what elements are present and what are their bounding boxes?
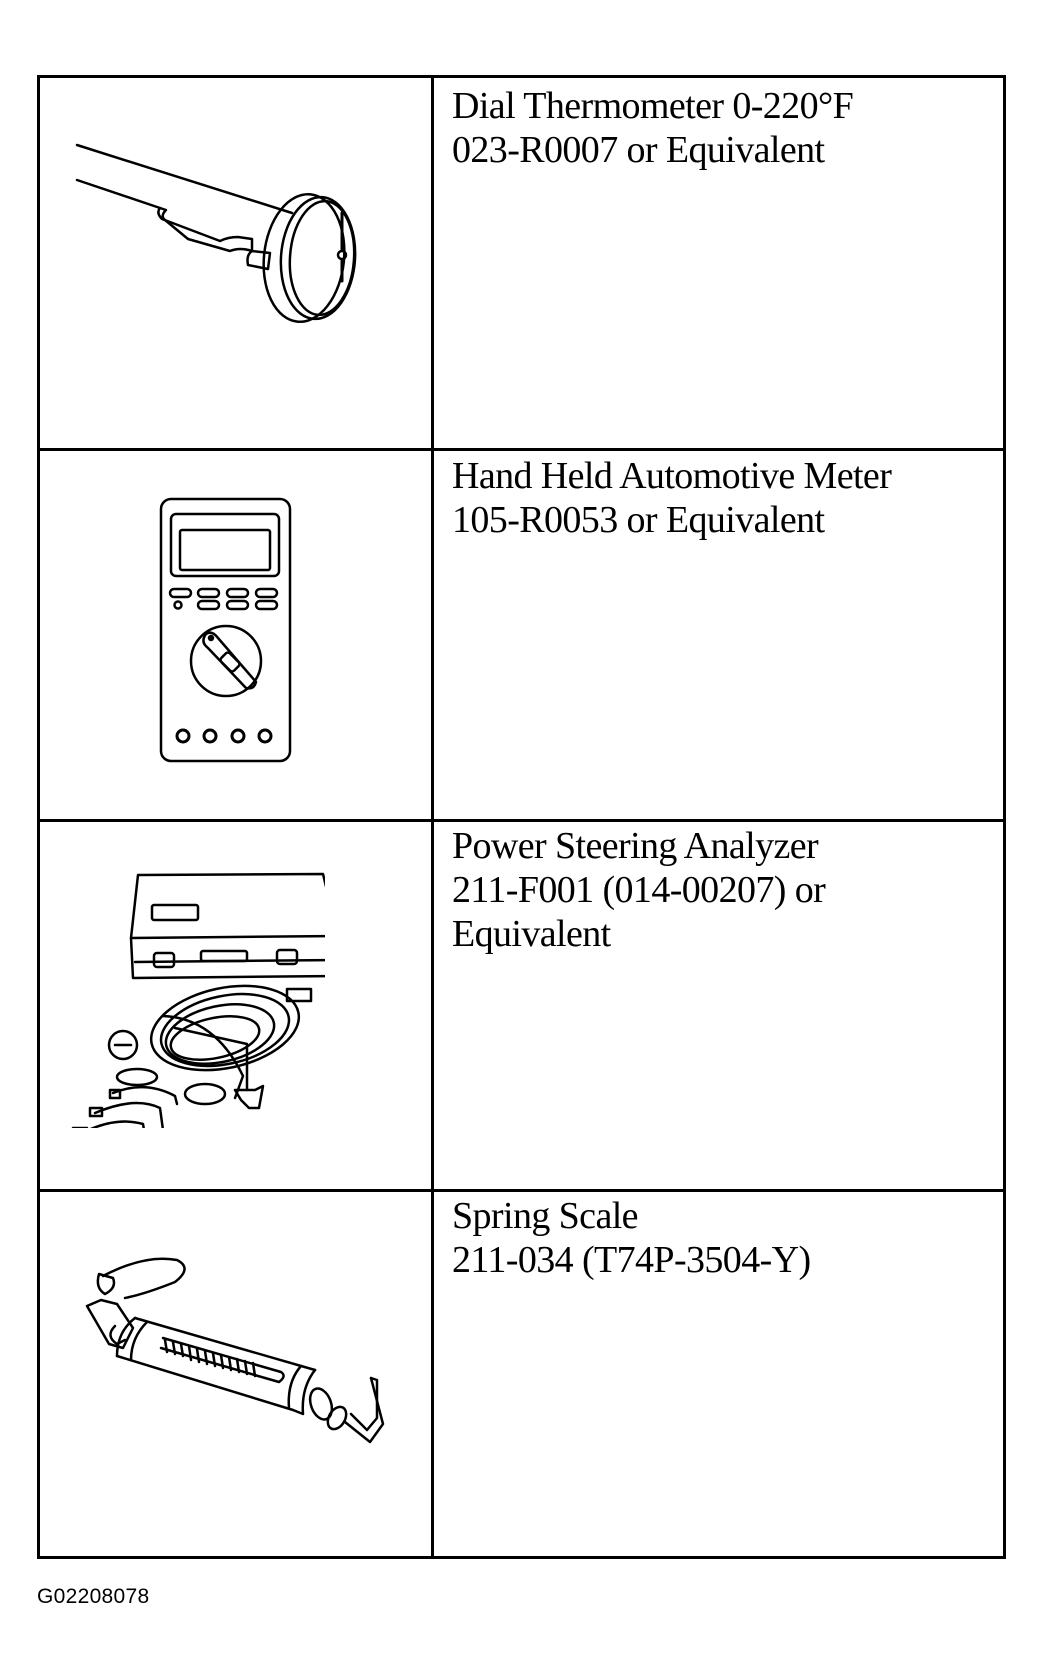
- tool-row-1-text: Dial Thermometer 0-220°F 023-R0007 or Eq…: [452, 84, 992, 172]
- multimeter-icon: [158, 496, 293, 764]
- tool-part-number-cont: Equivalent: [452, 913, 611, 955]
- row-divider: [40, 819, 1003, 822]
- dial-thermometer-icon: [70, 133, 390, 333]
- tool-name: Power Steering Analyzer: [452, 825, 819, 867]
- tool-row-4-text: Spring Scale 211-034 (T74P-3504-Y): [452, 1194, 992, 1282]
- power-steering-analyzer-icon: [65, 868, 325, 1128]
- tool-part-number: 211-F001 (014-00207) or: [452, 869, 826, 911]
- tool-row-3-text: Power Steering Analyzer 211-F001 (014-00…: [452, 824, 992, 956]
- row-divider: [40, 1189, 1003, 1192]
- spring-scale-icon: [65, 1248, 395, 1468]
- tool-name: Hand Held Automotive Meter: [452, 455, 892, 497]
- column-divider: [431, 78, 434, 1556]
- tool-part-number: 105-R0053 or Equivalent: [452, 499, 825, 541]
- tool-name: Spring Scale: [452, 1195, 639, 1237]
- tool-row-2-text: Hand Held Automotive Meter 105-R0053 or …: [452, 454, 992, 542]
- special-tools-table: Dial Thermometer 0-220°F 023-R0007 or Eq…: [37, 75, 1006, 1559]
- tool-name: Dial Thermometer 0-220°F: [452, 85, 854, 127]
- tool-part-number: 023-R0007 or Equivalent: [452, 129, 825, 171]
- row-divider: [40, 448, 1003, 451]
- figure-id: G02208078: [37, 1585, 150, 1608]
- tool-part-number: 211-034 (T74P-3504-Y): [452, 1239, 811, 1281]
